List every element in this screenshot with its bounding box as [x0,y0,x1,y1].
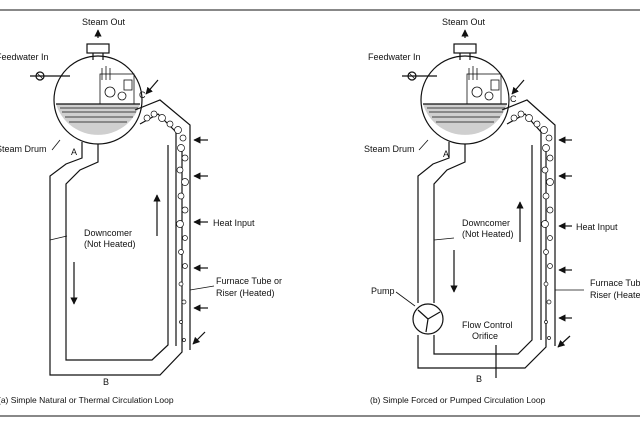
steam-out-label-b: Steam Out [442,17,486,27]
riser-heated-label-b: Riser (Heated) [590,290,640,300]
downcomer-inner-b [433,144,533,355]
steam-drum-b [402,55,510,145]
riser-tube-a [134,99,191,350]
steam-drum-a [30,55,143,145]
heat-input-arrows-a [145,79,208,345]
pump-b [412,303,444,335]
heat-input-arrows-b [511,79,572,348]
point-a-label-b: A [443,149,449,159]
feedwater-in-label-a: Feedwater In [0,52,49,62]
pump-label-b: Pump [371,286,395,296]
riser-tube-b [501,99,556,346]
downcomer-pipe-b [417,142,547,369]
steam-drum-label-b: Steam Drum [364,144,415,154]
riser-heated-label-a: Riser (Heated) [216,288,275,298]
steam-drum-label-a: Steam Drum [0,144,47,154]
orifice-label-b: Orifice [472,331,498,341]
point-c-label-a: C [139,90,146,100]
point-c-label-b: C [510,94,517,104]
point-b-label-a: B [103,377,109,387]
heat-input-label-b: Heat Input [576,222,618,232]
steam-out-label-a: Steam Out [82,17,126,27]
feedwater-in-label-b: Feedwater In [368,52,421,62]
caption-a: (a) Simple Natural or Thermal Circulatio… [0,395,174,405]
not-heated-label-b: (Not Heated) [462,229,514,239]
point-b-label-b: B [476,374,482,384]
point-a-label-a: A [71,147,77,157]
loop-diagram-a [30,29,215,376]
heat-input-label-a: Heat Input [213,218,255,228]
caption-b: (b) Simple Forced or Pumped Circulation … [370,395,546,405]
downcomer-label-a: Downcomer [84,228,132,238]
riser-bubbles-b [510,110,554,340]
downcomer-label-b: Downcomer [462,218,510,228]
flow-control-label-b: Flow Control [462,320,513,330]
downcomer-inner-a [65,144,169,361]
loop-diagram-b [395,29,584,378]
riser-label-a: Furnace Tube or [216,276,282,286]
downcomer-pipe-a [49,142,183,376]
riser-label-b: Furnace Tube or [590,278,640,288]
not-heated-label-a: (Not Heated) [84,239,136,249]
riser-bubbles-a [143,110,189,342]
